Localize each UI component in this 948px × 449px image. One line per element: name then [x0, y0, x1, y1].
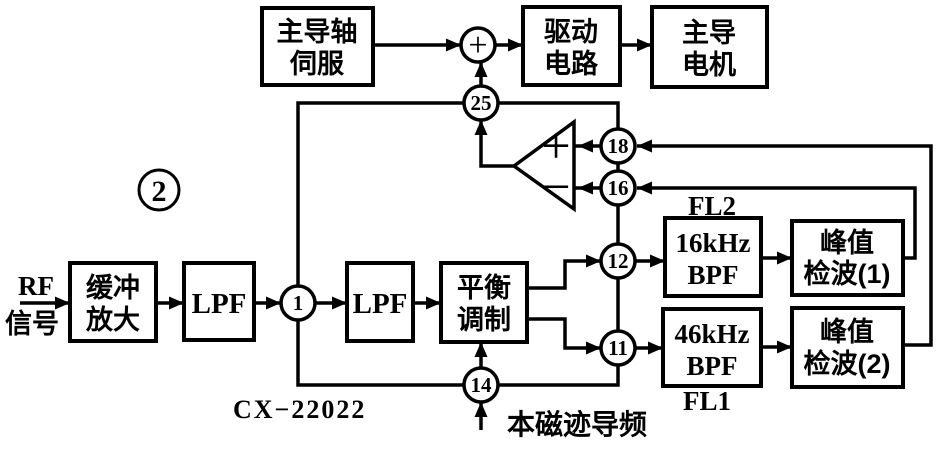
bpf-16khz-block — [663, 216, 763, 298]
pin-12-number: 12 — [608, 249, 629, 273]
arrow-into-drive — [508, 38, 523, 52]
comparator-minus-sign: − — [541, 159, 570, 216]
arrow-into-mod — [426, 296, 441, 310]
fl2-label: FL2 — [688, 191, 736, 221]
wire-mod-to-pin12 — [527, 259, 601, 290]
peak-detector-1-block — [790, 219, 905, 297]
bpf-46khz-line1: 46kHz — [674, 319, 749, 349]
bpf-16khz-line1: 16kHz — [675, 228, 750, 258]
arrow-into-motor — [637, 38, 652, 52]
arrow-into-pin12 — [586, 254, 601, 268]
master-shaft-servo-line2: 伺服 — [289, 49, 345, 79]
arrow-into-pin1 — [266, 296, 281, 310]
drive-circuit-line2: 电路 — [544, 48, 599, 79]
ic-part-number: CX−22022 — [233, 395, 366, 424]
arrow-into-sum-left — [446, 38, 461, 52]
arrow-into-pin11 — [586, 341, 601, 355]
arrow-into-pin25 — [474, 120, 488, 135]
peak-detector-2-line1: 峰值 — [820, 317, 874, 347]
arrow-into-mod-bottom — [474, 342, 488, 357]
arrow-rf-in — [55, 296, 70, 310]
buffer-amp-line1: 缓冲 — [86, 273, 140, 303]
arrow-into-lpf2 — [332, 296, 347, 310]
wire-mod-to-pin11 — [527, 317, 601, 350]
rf-label-line2: 信号 — [5, 309, 59, 339]
pin-25-number: 25 — [471, 91, 492, 115]
balanced-modulator-line1: 平衡 — [457, 273, 511, 303]
balanced-modulator-block — [439, 261, 529, 344]
master-motor-block — [650, 5, 769, 89]
peak-detector-1-line1: 峰值 — [820, 228, 874, 258]
lpf2-block — [345, 261, 415, 343]
wire-peak1-to-pin16 — [637, 186, 917, 260]
arrow-into-bpf16 — [650, 254, 665, 268]
pin-1-node — [279, 284, 317, 322]
drive-circuit-line1: 驱动 — [544, 17, 598, 47]
peak-detector-2-block — [790, 306, 905, 389]
summing-plus-sign: + — [468, 27, 487, 64]
master-motor-line1: 主导 — [682, 18, 736, 48]
lpf2-label: LPF — [353, 288, 408, 320]
arrow-into-pin18 — [637, 139, 652, 153]
comparator-plus-sign: + — [541, 118, 570, 175]
pin-25-node — [462, 84, 500, 122]
pin-16-node — [599, 169, 637, 207]
balanced-modulator-line2: 调制 — [457, 305, 511, 335]
master-motor-line2: 电机 — [682, 50, 736, 80]
arrow-into-comp-minus — [578, 181, 593, 195]
buffer-amp-line2: 放大 — [85, 304, 140, 335]
pin-12-node — [599, 242, 637, 280]
wire-peak2-to-pin18 — [637, 144, 933, 347]
bpf-46khz-block — [661, 307, 763, 388]
peak-detector-2-line2: 检波(2) — [804, 348, 891, 379]
arrow-into-lpf1 — [169, 296, 184, 310]
pin-16-number: 16 — [608, 176, 629, 200]
pilot-input-label: 本磁迹导频 — [507, 409, 647, 440]
arrow-into-peak1 — [777, 251, 792, 265]
buffer-amp-block — [68, 261, 158, 343]
figure-number-circle — [137, 168, 181, 212]
pin-18-node — [599, 127, 637, 165]
pin-14-number: 14 — [471, 373, 493, 397]
arrow-into-bpf46 — [648, 341, 663, 355]
lpf1-block — [182, 261, 256, 342]
summing-node — [459, 26, 497, 64]
pin-11-node — [599, 329, 637, 367]
pin-11-number: 11 — [608, 336, 628, 360]
rf-label-line1: RF — [18, 271, 54, 301]
bpf-16khz-line2: BPF — [688, 260, 739, 290]
arrow-into-sum-bottom — [474, 62, 488, 77]
master-shaft-servo-line1: 主导轴 — [277, 17, 358, 47]
comparator-triangle — [511, 118, 576, 213]
pin-1-number: 1 — [293, 291, 304, 315]
lpf1-label: LPF — [192, 288, 247, 320]
figure-number: 2 — [152, 175, 167, 208]
fl1-label: FL1 — [683, 386, 731, 416]
master-shaft-servo-block — [260, 6, 375, 87]
arrow-into-pin16 — [637, 181, 652, 195]
bpf-46khz-line2: BPF — [687, 351, 738, 381]
drive-circuit-block — [521, 5, 622, 87]
pin-18-number: 18 — [608, 134, 629, 158]
wire-comparator-out — [479, 120, 514, 168]
pin-14-node — [462, 366, 500, 404]
arrow-into-peak2 — [777, 340, 792, 354]
arrow-into-comp-plus — [578, 139, 593, 153]
peak-detector-1-line2: 检波(1) — [804, 258, 891, 289]
arrow-into-pin14 — [474, 402, 488, 417]
